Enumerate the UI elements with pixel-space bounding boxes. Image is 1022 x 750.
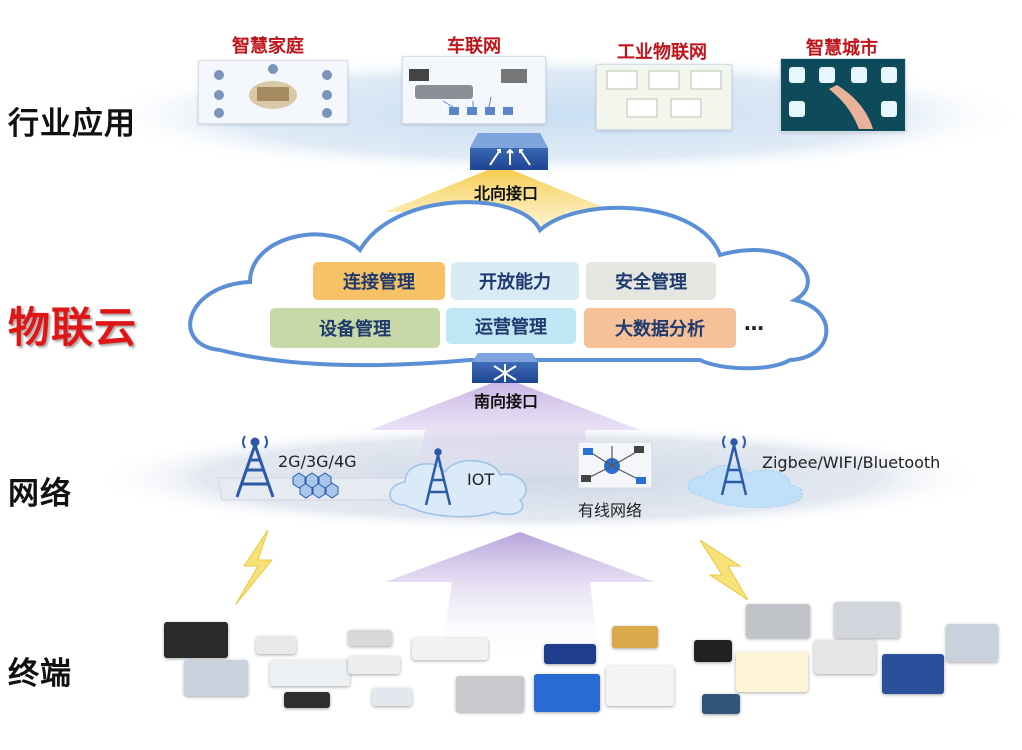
device-wearable <box>606 666 674 706</box>
iot-tower-icon <box>424 448 452 506</box>
device-module-blue <box>702 694 740 714</box>
device-card-reader <box>164 622 228 658</box>
layer-label-cloud: 物联云 <box>8 303 138 352</box>
connected-car-image <box>402 56 546 124</box>
lightning-right-icon <box>699 539 749 601</box>
module-operation-management: 运营管理 <box>446 308 576 344</box>
modules-more: … <box>744 311 764 335</box>
smart-city-image <box>780 58 906 132</box>
module-security-management: 安全管理 <box>586 262 716 300</box>
wired-network-icon <box>577 441 653 489</box>
device-handheld-terminal <box>534 674 600 712</box>
device-sensor-module-1 <box>256 636 296 654</box>
device-heart-rate-watch <box>946 624 998 662</box>
layer-label-network: 网络 <box>8 476 72 512</box>
device-gateway-box <box>348 656 400 674</box>
device-terminal-small <box>694 640 732 662</box>
device-neck-band <box>882 654 944 694</box>
app-title-smart-home: 智慧家庭 <box>232 36 304 57</box>
device-base-unit <box>814 640 876 674</box>
module-connection-management: 连接管理 <box>313 262 445 300</box>
cell-tower-icon <box>235 435 275 498</box>
device-sensor-module-2 <box>284 692 330 708</box>
device-pulse-oximeter <box>746 604 810 638</box>
app-title-connected-car: 车联网 <box>447 36 501 57</box>
device-cylindrical-sensor <box>348 630 392 646</box>
north-interface-icon <box>470 133 548 170</box>
device-temperature-probe <box>736 652 808 692</box>
industrial-iot-image <box>596 64 732 130</box>
device-fingerprint-scanner <box>184 660 248 696</box>
device-patient-monitor <box>834 602 900 638</box>
module-open-capability: 开放能力 <box>451 262 579 300</box>
lightning-left-icon <box>235 529 274 605</box>
app-title-industrial-iot: 工业物联网 <box>617 42 707 63</box>
network-label-iot: IOT <box>467 470 495 489</box>
south-interface-label: 南向接口 <box>473 392 538 411</box>
network-label-wireless: Zigbee/WIFI/Bluetooth <box>762 453 941 472</box>
app-title-smart-city: 智慧城市 <box>806 38 878 59</box>
module-device-management: 设备管理 <box>270 308 440 348</box>
uplink-arrow-terminal <box>385 532 655 660</box>
layer-label-terminal: 终端 <box>8 656 72 692</box>
north-interface-label: 北向接口 <box>473 184 538 203</box>
module-big-data-analysis: 大数据分析 <box>584 308 736 348</box>
network-label-mobile: 2G/3G/4G <box>278 452 357 471</box>
wireless-cloud <box>687 464 804 509</box>
device-breaker-row <box>412 638 488 660</box>
iot-cloud <box>389 459 527 518</box>
device-tracker-module <box>544 644 596 664</box>
south-interface-icon <box>472 353 538 383</box>
network-label-wired: 有线网络 <box>578 501 643 520</box>
device-controller-board <box>372 688 412 706</box>
hex-grid-icon <box>292 472 339 499</box>
layer-label-application: 行业应用 <box>8 106 136 142</box>
smart-home-image <box>198 60 348 124</box>
device-probe-sensor <box>612 626 658 648</box>
device-cctv-camera <box>456 676 524 712</box>
wireless-tower-icon <box>720 435 748 496</box>
device-sensor-array <box>270 660 350 686</box>
